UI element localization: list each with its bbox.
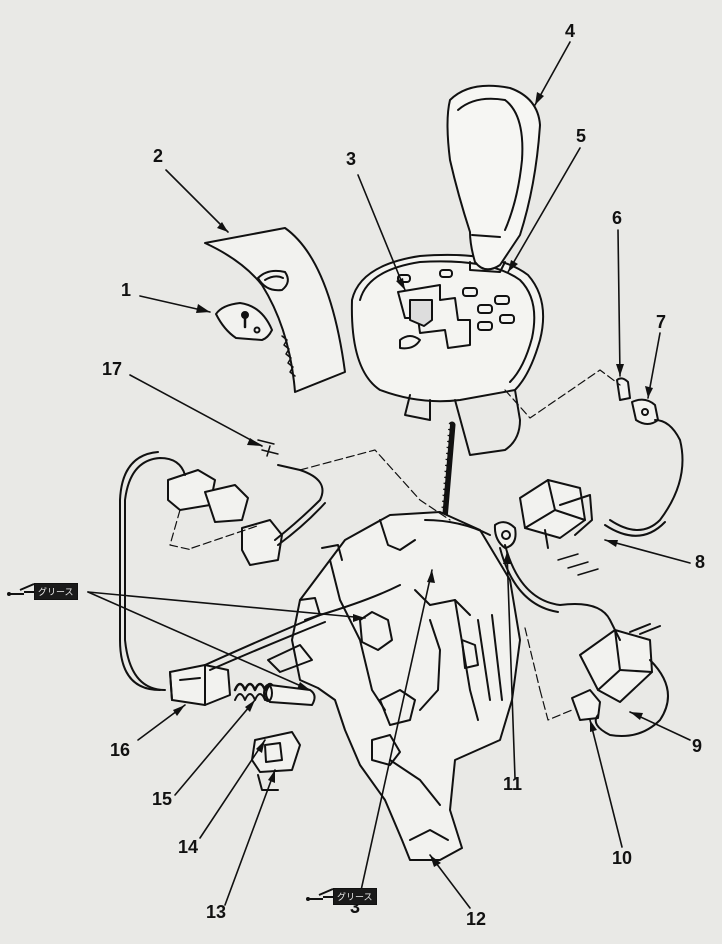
- grease-label: グリース: [34, 582, 78, 600]
- callout-16: 16: [110, 740, 131, 760]
- callout-10: 10: [612, 848, 633, 868]
- phantom-lines: [169, 369, 621, 721]
- part-11-clip: [493, 521, 517, 549]
- part-1-plate: [215, 302, 273, 341]
- part-8-solenoid: [519, 479, 593, 549]
- callout-14: 14: [178, 837, 199, 857]
- part-9-bracket: [579, 623, 661, 703]
- callout-9: 9: [692, 736, 703, 756]
- callout-4: 4: [565, 21, 576, 41]
- leader-arrowheads: [173, 92, 653, 867]
- grease-gun-icon: [7, 583, 35, 596]
- callout-3: 3: [346, 149, 357, 169]
- callout-3-lower: 3: [350, 897, 361, 917]
- leader-lines: [87, 41, 691, 909]
- callout-7: 7: [656, 312, 667, 332]
- part-6-bulb: [616, 377, 631, 401]
- callout-1: 1: [121, 280, 132, 300]
- callout-5: 5: [576, 126, 587, 146]
- callout-6: 6: [612, 208, 623, 228]
- part-12-lever-assembly: [267, 511, 521, 861]
- part-4-shift-knob: [446, 84, 541, 273]
- part-14-sleeve: [263, 684, 316, 706]
- callout-2: 2: [153, 146, 164, 166]
- callout-12: 12: [466, 909, 487, 929]
- callout-11: 11: [503, 774, 523, 794]
- part-16-switch: [169, 664, 231, 706]
- part-10-switch: [571, 689, 601, 721]
- callout-13: 13: [206, 902, 227, 922]
- grease-tag-upper: グリース: [6, 582, 78, 600]
- part-3-slot-plate: [409, 299, 433, 327]
- callout-8: 8: [695, 552, 706, 572]
- grease-gun-icon: [306, 888, 334, 901]
- wiring-harness: [119, 419, 684, 737]
- grease-tag-lower: グリース: [305, 887, 377, 905]
- part-13-connector: [251, 731, 301, 791]
- part-2-cover-panel: [204, 227, 346, 393]
- part-17-connectors: [167, 439, 283, 566]
- grease-label: グリース: [333, 887, 377, 905]
- part-5-indicator-panel: [350, 253, 545, 456]
- callout-17: 17: [102, 359, 123, 379]
- callout-15: 15: [152, 789, 173, 809]
